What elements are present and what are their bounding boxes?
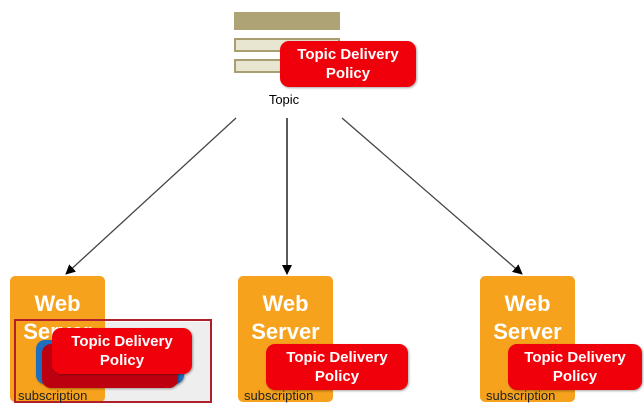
server-label-line-1: Web xyxy=(504,291,551,316)
badge-line-1: Topic Delivery xyxy=(286,349,388,366)
topic-icon-header xyxy=(234,12,340,30)
badge-line-1: Topic Delivery xyxy=(297,46,399,63)
badge-line-2: Policy xyxy=(314,368,360,385)
arrow-to-right-server xyxy=(341,117,523,275)
server-label-line-2: Server xyxy=(493,319,562,344)
badge-line-2: Policy xyxy=(552,368,598,385)
badge-line-2: Policy xyxy=(325,65,371,82)
badge-line-1: Topic Delivery xyxy=(71,333,173,350)
topic-label: Topic xyxy=(268,92,300,107)
subscription-label: subscription xyxy=(244,388,314,403)
server-label-line-1: Web xyxy=(262,291,309,316)
server-label-line-1: Web xyxy=(34,291,81,316)
arrow-to-left-server xyxy=(65,117,237,275)
topic-delivery-policy-badge[interactable]: Topic Delivery Policy xyxy=(52,328,192,374)
server-label-line-2: Server xyxy=(251,319,320,344)
badge-line-2: Policy xyxy=(99,352,145,369)
badge-line-1: Topic Delivery xyxy=(524,349,626,366)
subscription-label: subscription xyxy=(18,388,88,403)
topic-delivery-policy-badge[interactable]: Topic Delivery Policy xyxy=(508,344,642,390)
subscription-label: subscription xyxy=(486,388,556,403)
topic-delivery-policy-badge[interactable]: Topic Delivery Policy xyxy=(266,344,408,390)
topic-delivery-policy-badge[interactable]: Topic Delivery Policy xyxy=(280,41,416,87)
